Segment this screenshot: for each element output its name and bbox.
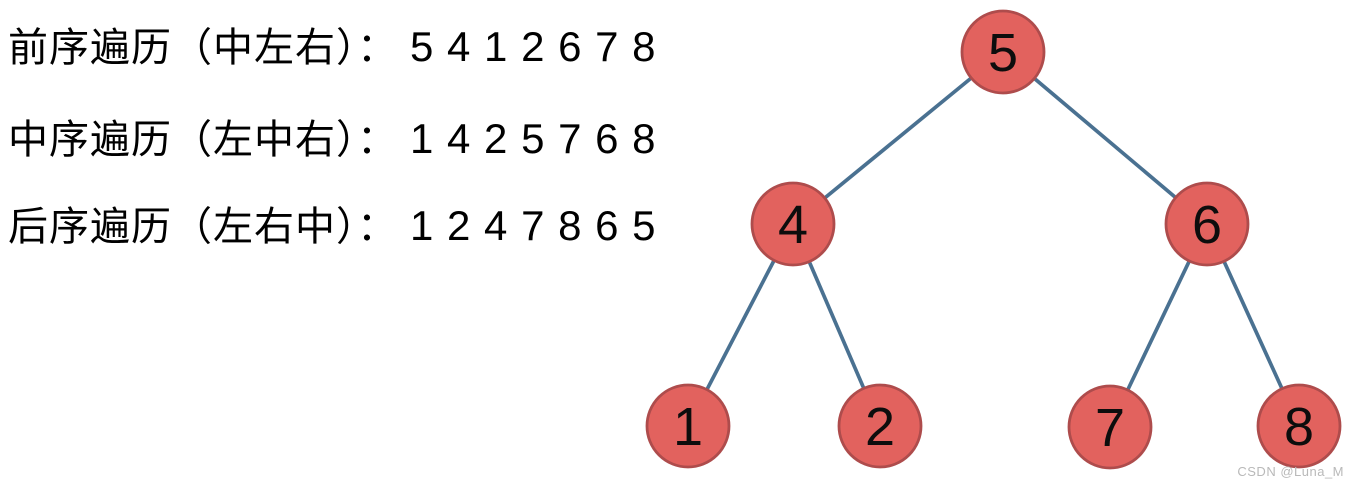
tree-node-1: 1 [645,383,731,469]
inorder-sequence: 1 4 2 5 7 6 8 [410,115,657,162]
tree-node-value: 1 [673,397,703,457]
tree-edge-5-4 [791,50,1005,226]
tree-node-value: 6 [1192,195,1222,255]
tree-node-8: 8 [1256,383,1342,469]
inorder-traversal-line: 中序遍历（左中右）： 1 4 2 5 7 6 8 [8,115,657,162]
tree-node-value: 8 [1284,397,1314,457]
postorder-label: 后序遍历（左右中）： [8,205,398,249]
tree-node-value: 7 [1095,398,1125,458]
tree-node-circle [750,181,836,267]
tree-node-value: 5 [988,23,1018,83]
inorder-label: 中序遍历（左中右）： [8,118,398,162]
tree-node-value: 2 [865,397,895,457]
postorder-sequence: 1 2 4 7 8 6 5 [410,202,657,249]
tree-node-circle [1067,384,1153,470]
tree-node-circle [837,383,923,469]
tree-node-2: 2 [837,383,923,469]
tree-node-circle [645,383,731,469]
preorder-label: 前序遍历（中左右）： [8,26,398,70]
preorder-traversal-line: 前序遍历（中左右）： 5 4 1 2 6 7 8 [8,23,657,70]
postorder-traversal-line: 后序遍历（左右中）： 1 2 4 7 8 6 5 [8,202,657,249]
tree-node-7: 7 [1067,384,1153,470]
tree-node-4: 4 [750,181,836,267]
tree-node-circle [1256,383,1342,469]
tree-node-circle [960,9,1046,95]
tree-edge-5-6 [1001,50,1209,226]
preorder-sequence: 5 4 1 2 6 7 8 [410,23,657,70]
tree-node-5: 5 [960,9,1046,95]
tree-node-value: 4 [778,195,808,255]
watermark: CSDN @Luna_M [1237,464,1344,479]
tree-node-6: 6 [1164,181,1250,267]
tree-node-circle [1164,181,1250,267]
